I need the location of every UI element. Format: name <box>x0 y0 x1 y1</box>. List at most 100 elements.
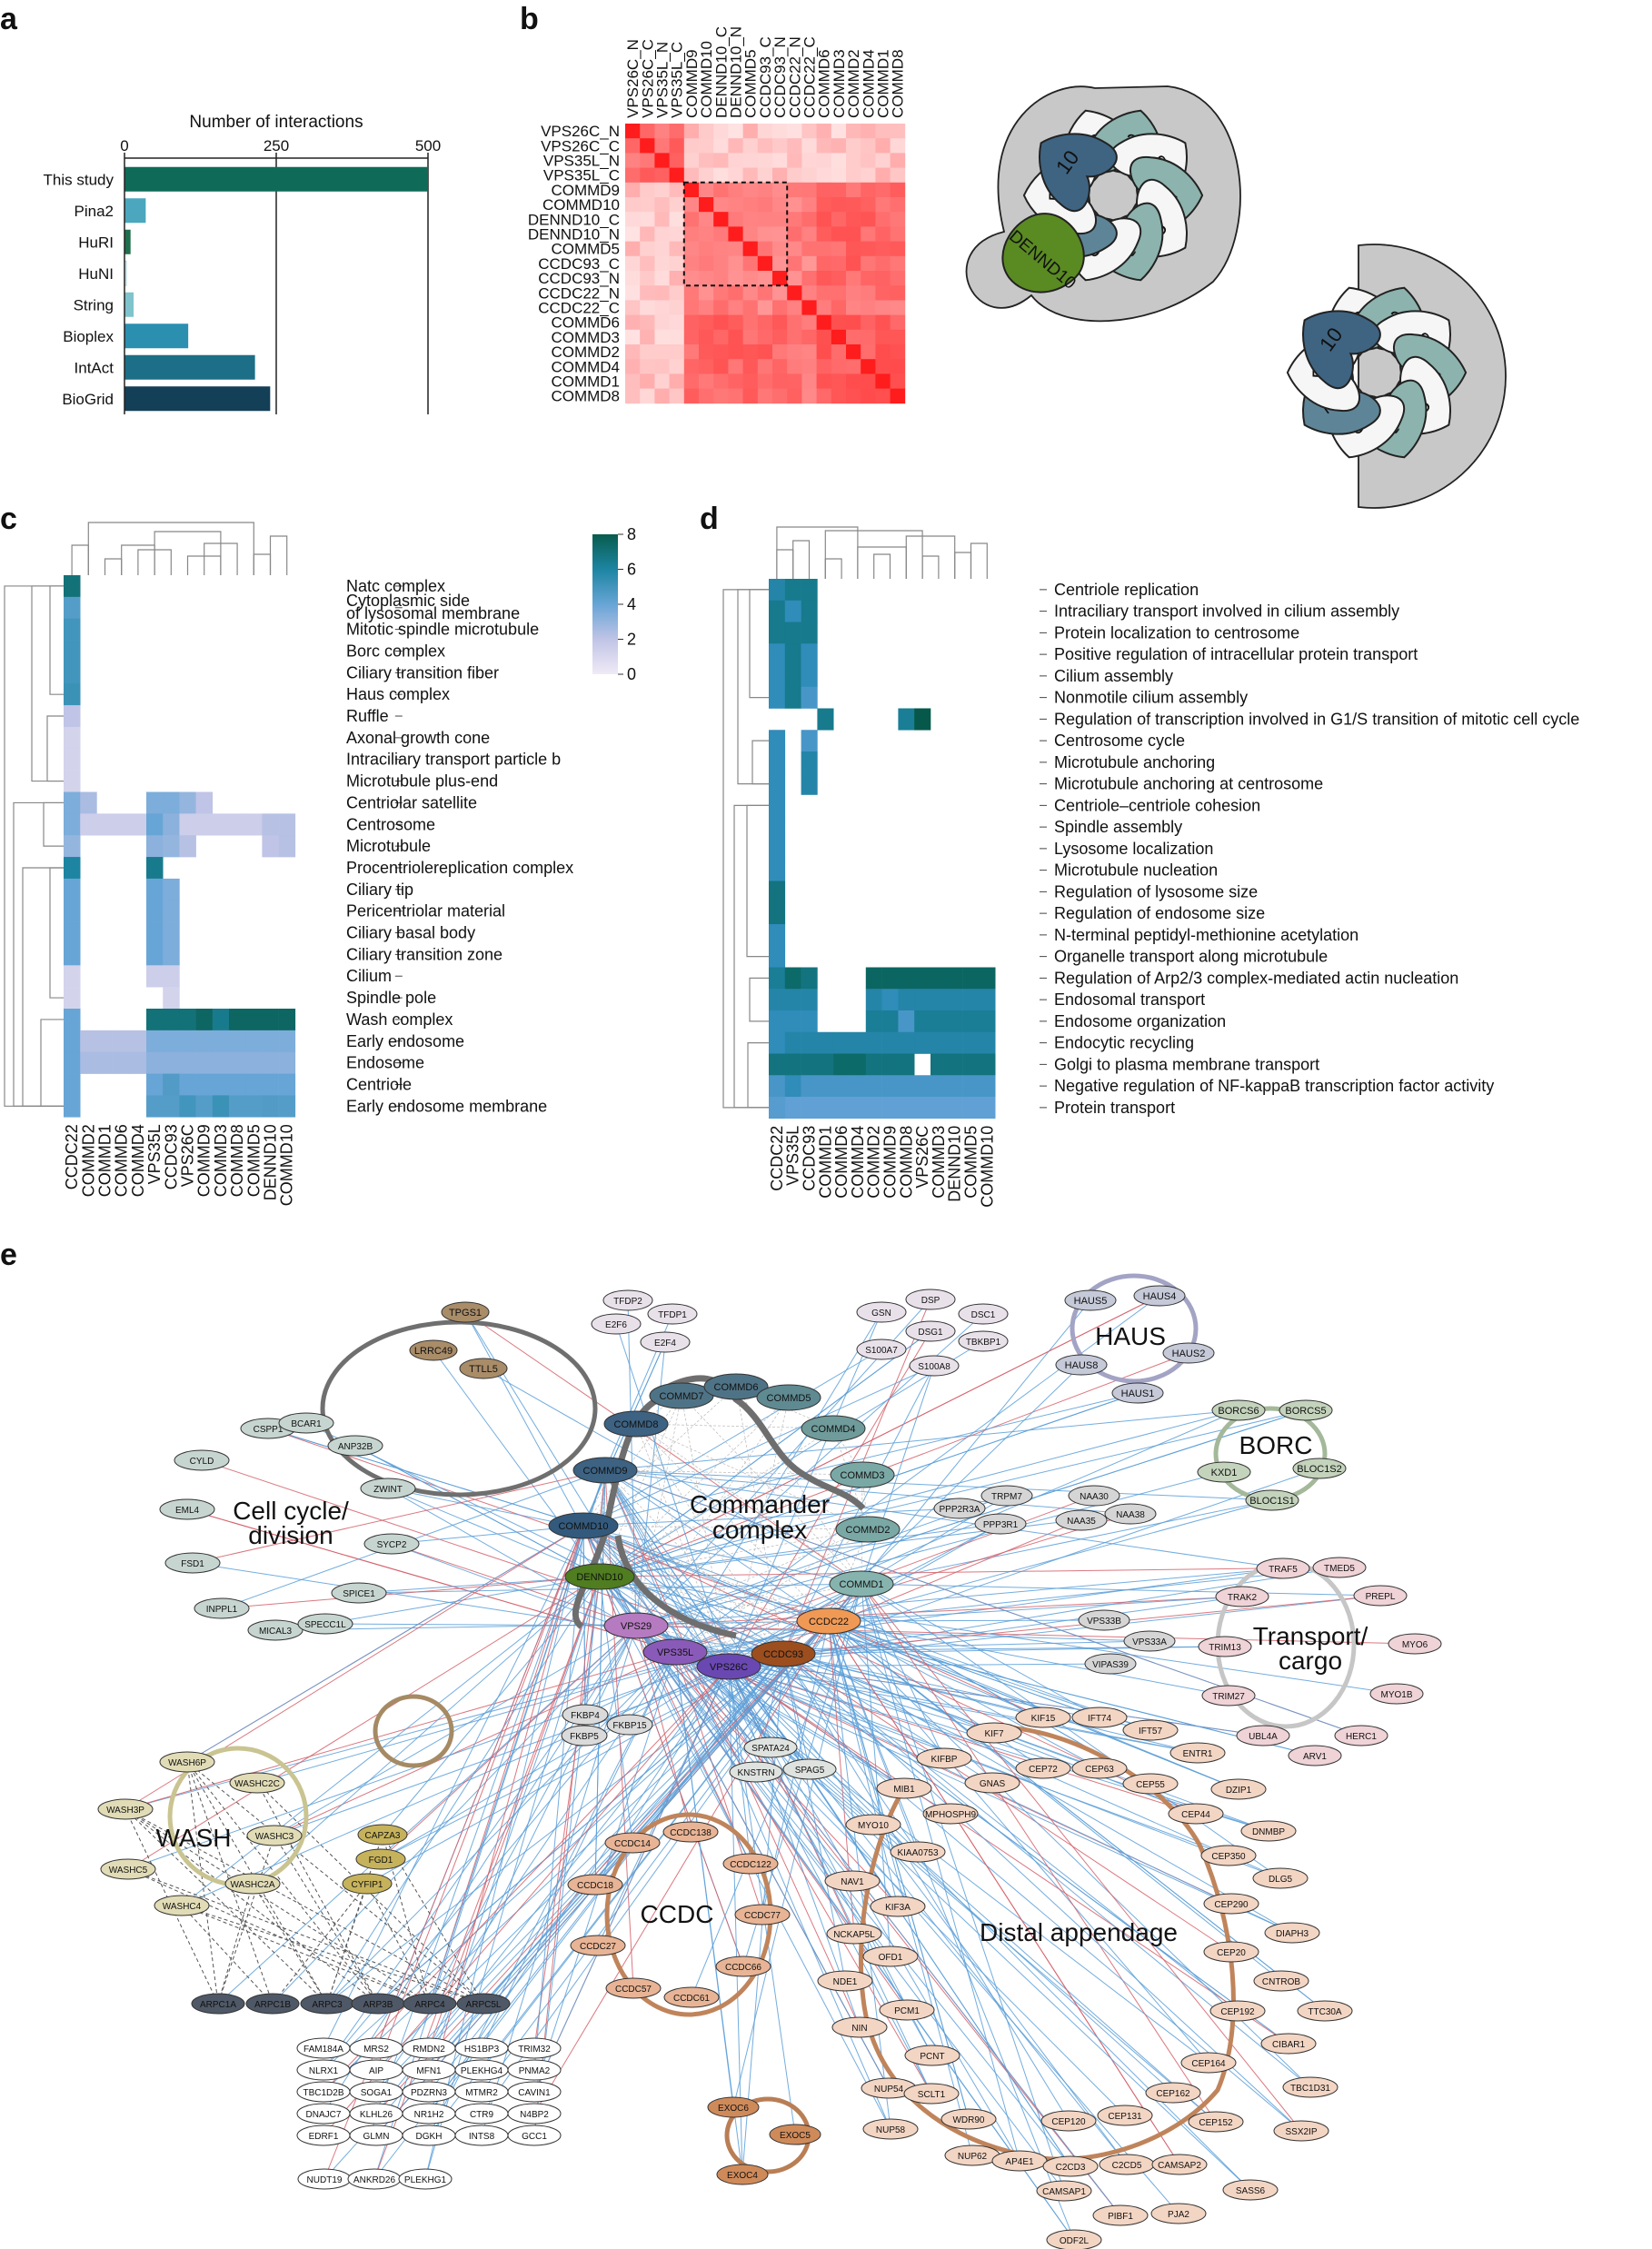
network-node-label: WASHC2A <box>230 1880 274 1890</box>
network-node-shape <box>905 1320 956 1342</box>
panel-b-cell <box>890 138 906 154</box>
panel-b-cell <box>640 124 655 139</box>
network-node-label: DENND10 <box>576 1572 622 1583</box>
panel-d-row-label: Endocytic recycling <box>1054 1034 1194 1052</box>
network-node-label: WASHC2C <box>234 1779 280 1789</box>
network-node-label: COMMD5 <box>767 1393 811 1404</box>
panel-b-cell <box>669 182 685 198</box>
panel-d-cell <box>784 600 801 622</box>
network-node-shape <box>1253 1970 1309 1992</box>
panel-b-cell <box>861 300 876 315</box>
panel-c-dendrogram-branch <box>87 522 254 575</box>
network-node: CCDC22 <box>796 1607 861 1635</box>
panel-c-cell <box>146 835 164 858</box>
network-edge <box>599 1576 891 2130</box>
panel-c-row-label: Microtubule plus-end <box>346 772 498 791</box>
network-node-label: WDR90 <box>952 2115 984 2125</box>
network-node: HS1BP3 <box>454 2037 509 2059</box>
network-node-shape <box>507 2103 562 2125</box>
panel-b-cell <box>831 241 847 257</box>
network-node-shape <box>1123 1630 1176 1652</box>
network-node: TBC1D31 <box>1282 2076 1339 2098</box>
network-node-shape <box>862 2118 919 2140</box>
network-edge <box>433 1349 601 1577</box>
panel-d-dendrogram-branch <box>776 549 794 579</box>
network-node: CYFIP1 <box>342 1873 393 1895</box>
panel-b-cell <box>861 153 876 168</box>
panel-c-cell <box>245 1073 263 1096</box>
panel-c-cell <box>195 1051 214 1074</box>
network-edge <box>828 1620 1075 2241</box>
network-edge-dashed <box>186 1761 219 2005</box>
network-node: MYO10 <box>845 1814 901 1836</box>
panel-d-dendrogram-branch <box>751 740 769 785</box>
network-edge-dashed <box>217 1883 254 2005</box>
network-node: CEP20 <box>1203 1941 1259 1963</box>
panel-d-col-label: VPS26C <box>913 1126 931 1189</box>
network-node-label: CCDC61 <box>673 1994 710 2004</box>
panel-b-cell <box>875 167 891 184</box>
network-node: TBC1D2B <box>296 2081 351 2103</box>
panel-b-cell <box>757 255 773 272</box>
network-node-shape <box>1150 2203 1207 2224</box>
network-node-shape <box>751 1640 816 1667</box>
panel-c-cell <box>146 857 164 880</box>
network-node: TRAF5 <box>1256 1557 1310 1579</box>
network-node-shape <box>663 1986 720 2008</box>
panel-b-cell <box>816 197 832 213</box>
network-node-label: CEP131 <box>1108 2112 1142 2122</box>
panel-d-row-label: Protein localization to centrosome <box>1054 623 1299 642</box>
network-node-label: COMMD4 <box>811 1424 856 1435</box>
panel-b-cell <box>831 167 847 184</box>
panel-c-dendrogram-branch <box>49 867 64 999</box>
network-node: DGKH <box>402 2125 456 2146</box>
network-node-label: CCDC66 <box>725 1963 761 1973</box>
network-node: TTC30A <box>1297 2000 1353 2022</box>
network-node-label: DSG1 <box>918 1328 943 1338</box>
panel-b-cell <box>742 359 759 374</box>
network-node-label: BLOC1S1 <box>1249 1496 1295 1507</box>
panel-b-cell <box>875 212 891 227</box>
panel-d-cell <box>784 1031 801 1054</box>
network-node-label: KIF15 <box>1031 1714 1056 1724</box>
panel-c-cell <box>229 1030 246 1052</box>
panel-c-cell <box>163 878 180 901</box>
network-edge-dashed <box>326 1883 368 2005</box>
network-node-label: SPICE1 <box>343 1589 375 1599</box>
panel-b-cell <box>890 197 906 213</box>
panel-d-cell <box>769 902 786 925</box>
panel-b-cell <box>875 329 891 345</box>
panel-b-cell <box>772 271 788 286</box>
panel-c-cell <box>245 1095 263 1118</box>
network-node: KIAA0753 <box>890 1841 946 1863</box>
network-node-label: TRPM7 <box>991 1492 1022 1502</box>
panel-b-cell <box>742 138 759 154</box>
network-node: CEP131 <box>1097 2105 1153 2126</box>
network-edge-dashed <box>124 1808 219 2005</box>
panel-b-cell <box>890 182 906 198</box>
panel-a-title: Number of interactions <box>189 113 363 132</box>
network-node-label: ARPC1A <box>200 2000 236 2010</box>
panel-d-cell <box>898 1097 915 1120</box>
network-node: WASH6P <box>159 1751 215 1773</box>
network-node-shape <box>1071 1757 1128 1779</box>
network-node: SPICE1 <box>331 1582 387 1604</box>
network-edge-core <box>635 1395 682 1627</box>
panel-c-cell <box>64 640 81 662</box>
panel-c-cell <box>64 596 81 619</box>
network-node-label: CSPP1 <box>254 1425 284 1435</box>
panel-b-cell <box>861 359 876 374</box>
network-node-label: AIP <box>369 2066 383 2076</box>
panel-a-tick-label: 0 <box>120 137 128 154</box>
panel-b-cell <box>772 285 788 301</box>
panel-d-row-label: N-terminal peptidyl-methionine acetylati… <box>1054 926 1358 944</box>
panel-b-cell <box>861 167 876 184</box>
network-edge <box>429 1625 637 2005</box>
panel-label-c: c <box>0 502 17 536</box>
panel-b-cell <box>654 124 670 139</box>
panel-c-cell <box>262 1009 279 1031</box>
panel-b-cell <box>713 300 729 315</box>
network-node: CCDC57 <box>605 1977 662 1999</box>
network-node-shape <box>796 1607 861 1635</box>
network-node-shape <box>1180 2052 1237 2074</box>
